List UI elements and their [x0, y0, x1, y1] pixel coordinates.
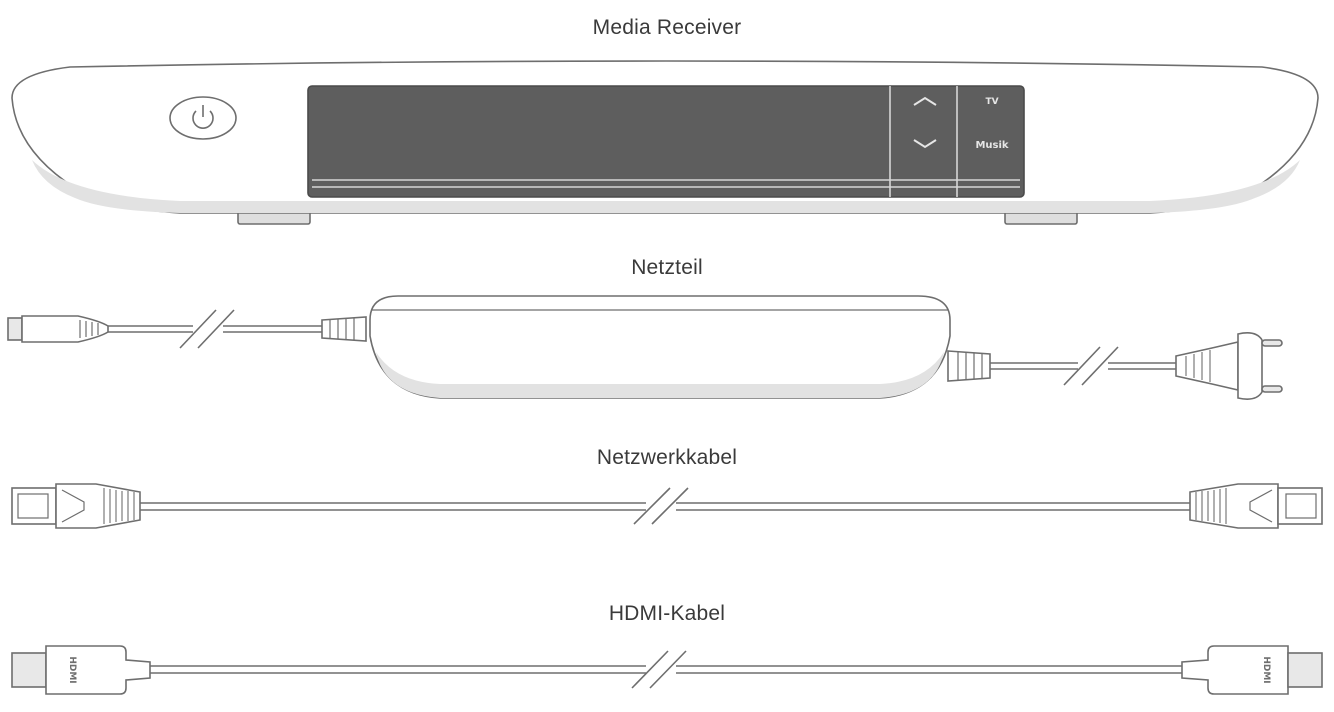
power-button [169, 96, 237, 140]
cable-break-gap-3 [646, 497, 676, 516]
hdmi-cable-caption: HDMI-Kabel [608, 602, 726, 625]
mains-plug-pin-top [1261, 339, 1283, 347]
cable-break-gap-4 [646, 660, 676, 679]
media-receiver-caption: Media Receiver [592, 16, 742, 39]
dc-plug-grip [79, 320, 99, 338]
receiver-display [307, 85, 1025, 198]
psu-body-band [376, 352, 944, 398]
hdmi-plug-body-right [1181, 645, 1289, 695]
rj45-hood-left [55, 483, 141, 529]
chevron-up-icon [913, 96, 937, 106]
hdmi-plug-tip-right [1287, 652, 1323, 688]
psu-strain-relief-left [321, 316, 367, 342]
cable-break-mark-3a [633, 487, 671, 525]
display-label-tv: TV [985, 97, 998, 107]
media-receiver [11, 60, 1319, 225]
dc-plug-tip [7, 317, 23, 341]
hdmi-logo-right: HDMI [1261, 656, 1271, 683]
hdmi-cable [11, 645, 1323, 695]
hdmi-logo-left: HDMI [67, 656, 77, 683]
mains-plug-head [1237, 332, 1263, 400]
hdmi-plug-body-left [45, 645, 151, 695]
hdmi-plug-tip-left [11, 652, 47, 688]
psu-strain-relief-right [947, 350, 991, 382]
cable-break-mark-1b [197, 309, 235, 349]
mains-plug-body [1175, 340, 1239, 392]
cable-break-mark-3b [651, 487, 689, 525]
dc-plug-body [21, 315, 109, 343]
chevron-down-icon [913, 139, 937, 149]
power-supply-caption: Netzteil [631, 256, 703, 279]
cable-break-mark-2b [1081, 346, 1119, 386]
mains-plug-pin-bottom [1261, 385, 1283, 393]
network-cable-caption: Netzwerkkabel [596, 446, 738, 469]
power-supply [7, 295, 1283, 400]
power-icon [192, 105, 214, 129]
psu-body [369, 295, 951, 399]
cable-break-mark-4b [649, 650, 687, 689]
display-label-musik: Musik [975, 140, 1008, 151]
cable-break-gap-1 [193, 320, 223, 338]
cable-break-mark-1a [179, 309, 217, 349]
cable-break-mark-4a [631, 650, 669, 689]
receiver-base-band [32, 160, 1300, 213]
cable-break-mark-2a [1063, 346, 1101, 386]
rj45-hood-right [1189, 483, 1279, 529]
network-cable [11, 483, 1323, 529]
